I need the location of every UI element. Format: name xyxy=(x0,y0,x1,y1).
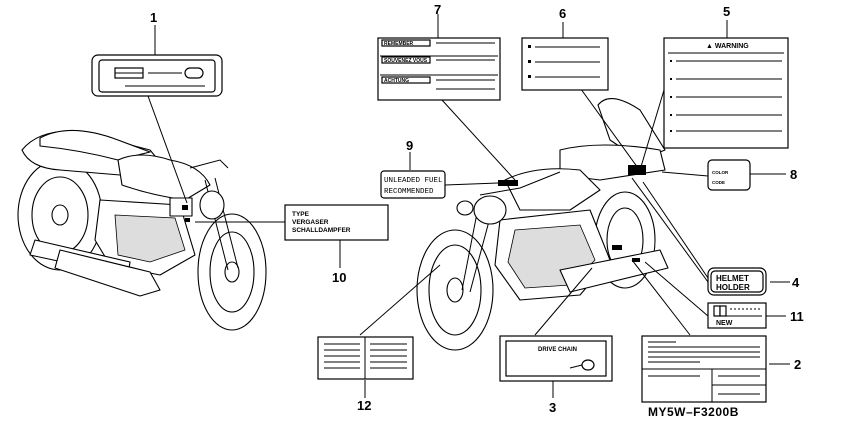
holder-text: HOLDER xyxy=(716,283,750,292)
label-7-plate: REMEMBER SOUVENEZ VOUS ACHTUNG xyxy=(377,37,501,101)
callout-10: 10 xyxy=(332,270,346,285)
callout-4: 4 xyxy=(792,275,800,290)
recommended-text: RECOMMENDED xyxy=(384,188,434,196)
leader-lines xyxy=(147,14,790,398)
color-text: COLOR xyxy=(712,170,729,175)
vergaser-text: VERGASER xyxy=(292,219,329,226)
label-5-plate: ▲ WARNING xyxy=(663,37,789,149)
callout-numbers: 1 2 3 4 5 6 7 8 9 10 11 12 xyxy=(150,2,804,415)
label-12-plate xyxy=(317,336,414,380)
unleaded-fuel-text: UNLEADED FUEL xyxy=(384,177,443,185)
label-6-plate xyxy=(521,37,609,91)
callout-5: 5 xyxy=(723,4,730,19)
callout-1: 1 xyxy=(150,10,157,25)
code-text: CODE xyxy=(712,180,725,185)
motorcycle-left-view xyxy=(17,129,267,331)
callout-12: 12 xyxy=(357,398,371,413)
achtung-text: ACHTUNG xyxy=(384,78,409,84)
label-4-plate: HELMET HOLDER xyxy=(707,267,767,296)
label-3-plate: DRIVE CHAIN xyxy=(499,335,613,382)
callout-2: 2 xyxy=(794,357,801,372)
callout-3: 3 xyxy=(549,400,556,415)
label-11-plate: NEW xyxy=(707,302,767,329)
new-text: NEW xyxy=(716,320,733,327)
drive-chain-text: DRIVE CHAIN xyxy=(538,347,577,353)
remember-text: REMEMBER xyxy=(384,41,414,47)
type-text: TYPE xyxy=(292,211,310,218)
callout-8: 8 xyxy=(790,167,797,182)
label-2-plate xyxy=(641,335,767,403)
souvenez-text: SOUVENEZ VOUS xyxy=(384,58,428,64)
label-9-plate: UNLEADED FUEL RECOMMENDED xyxy=(380,170,446,199)
warning-text: ▲ WARNING xyxy=(706,43,749,50)
callout-11: 11 xyxy=(790,309,804,324)
motorcycle-right-view xyxy=(416,98,669,351)
callout-6: 6 xyxy=(559,6,566,21)
callout-9: 9 xyxy=(406,138,413,153)
diagram-code: MY5W–F3200B xyxy=(648,405,739,419)
schalldampfer-text: SCHALLDAMPFER xyxy=(292,227,351,234)
label-8-plate: COLOR CODE xyxy=(707,159,751,191)
helmet-text: HELMET xyxy=(716,274,749,283)
callout-7: 7 xyxy=(434,2,441,17)
label-1-plate xyxy=(91,54,223,97)
label-10-plate: TYPE VERGASER SCHALLDAMPFER xyxy=(284,204,389,241)
